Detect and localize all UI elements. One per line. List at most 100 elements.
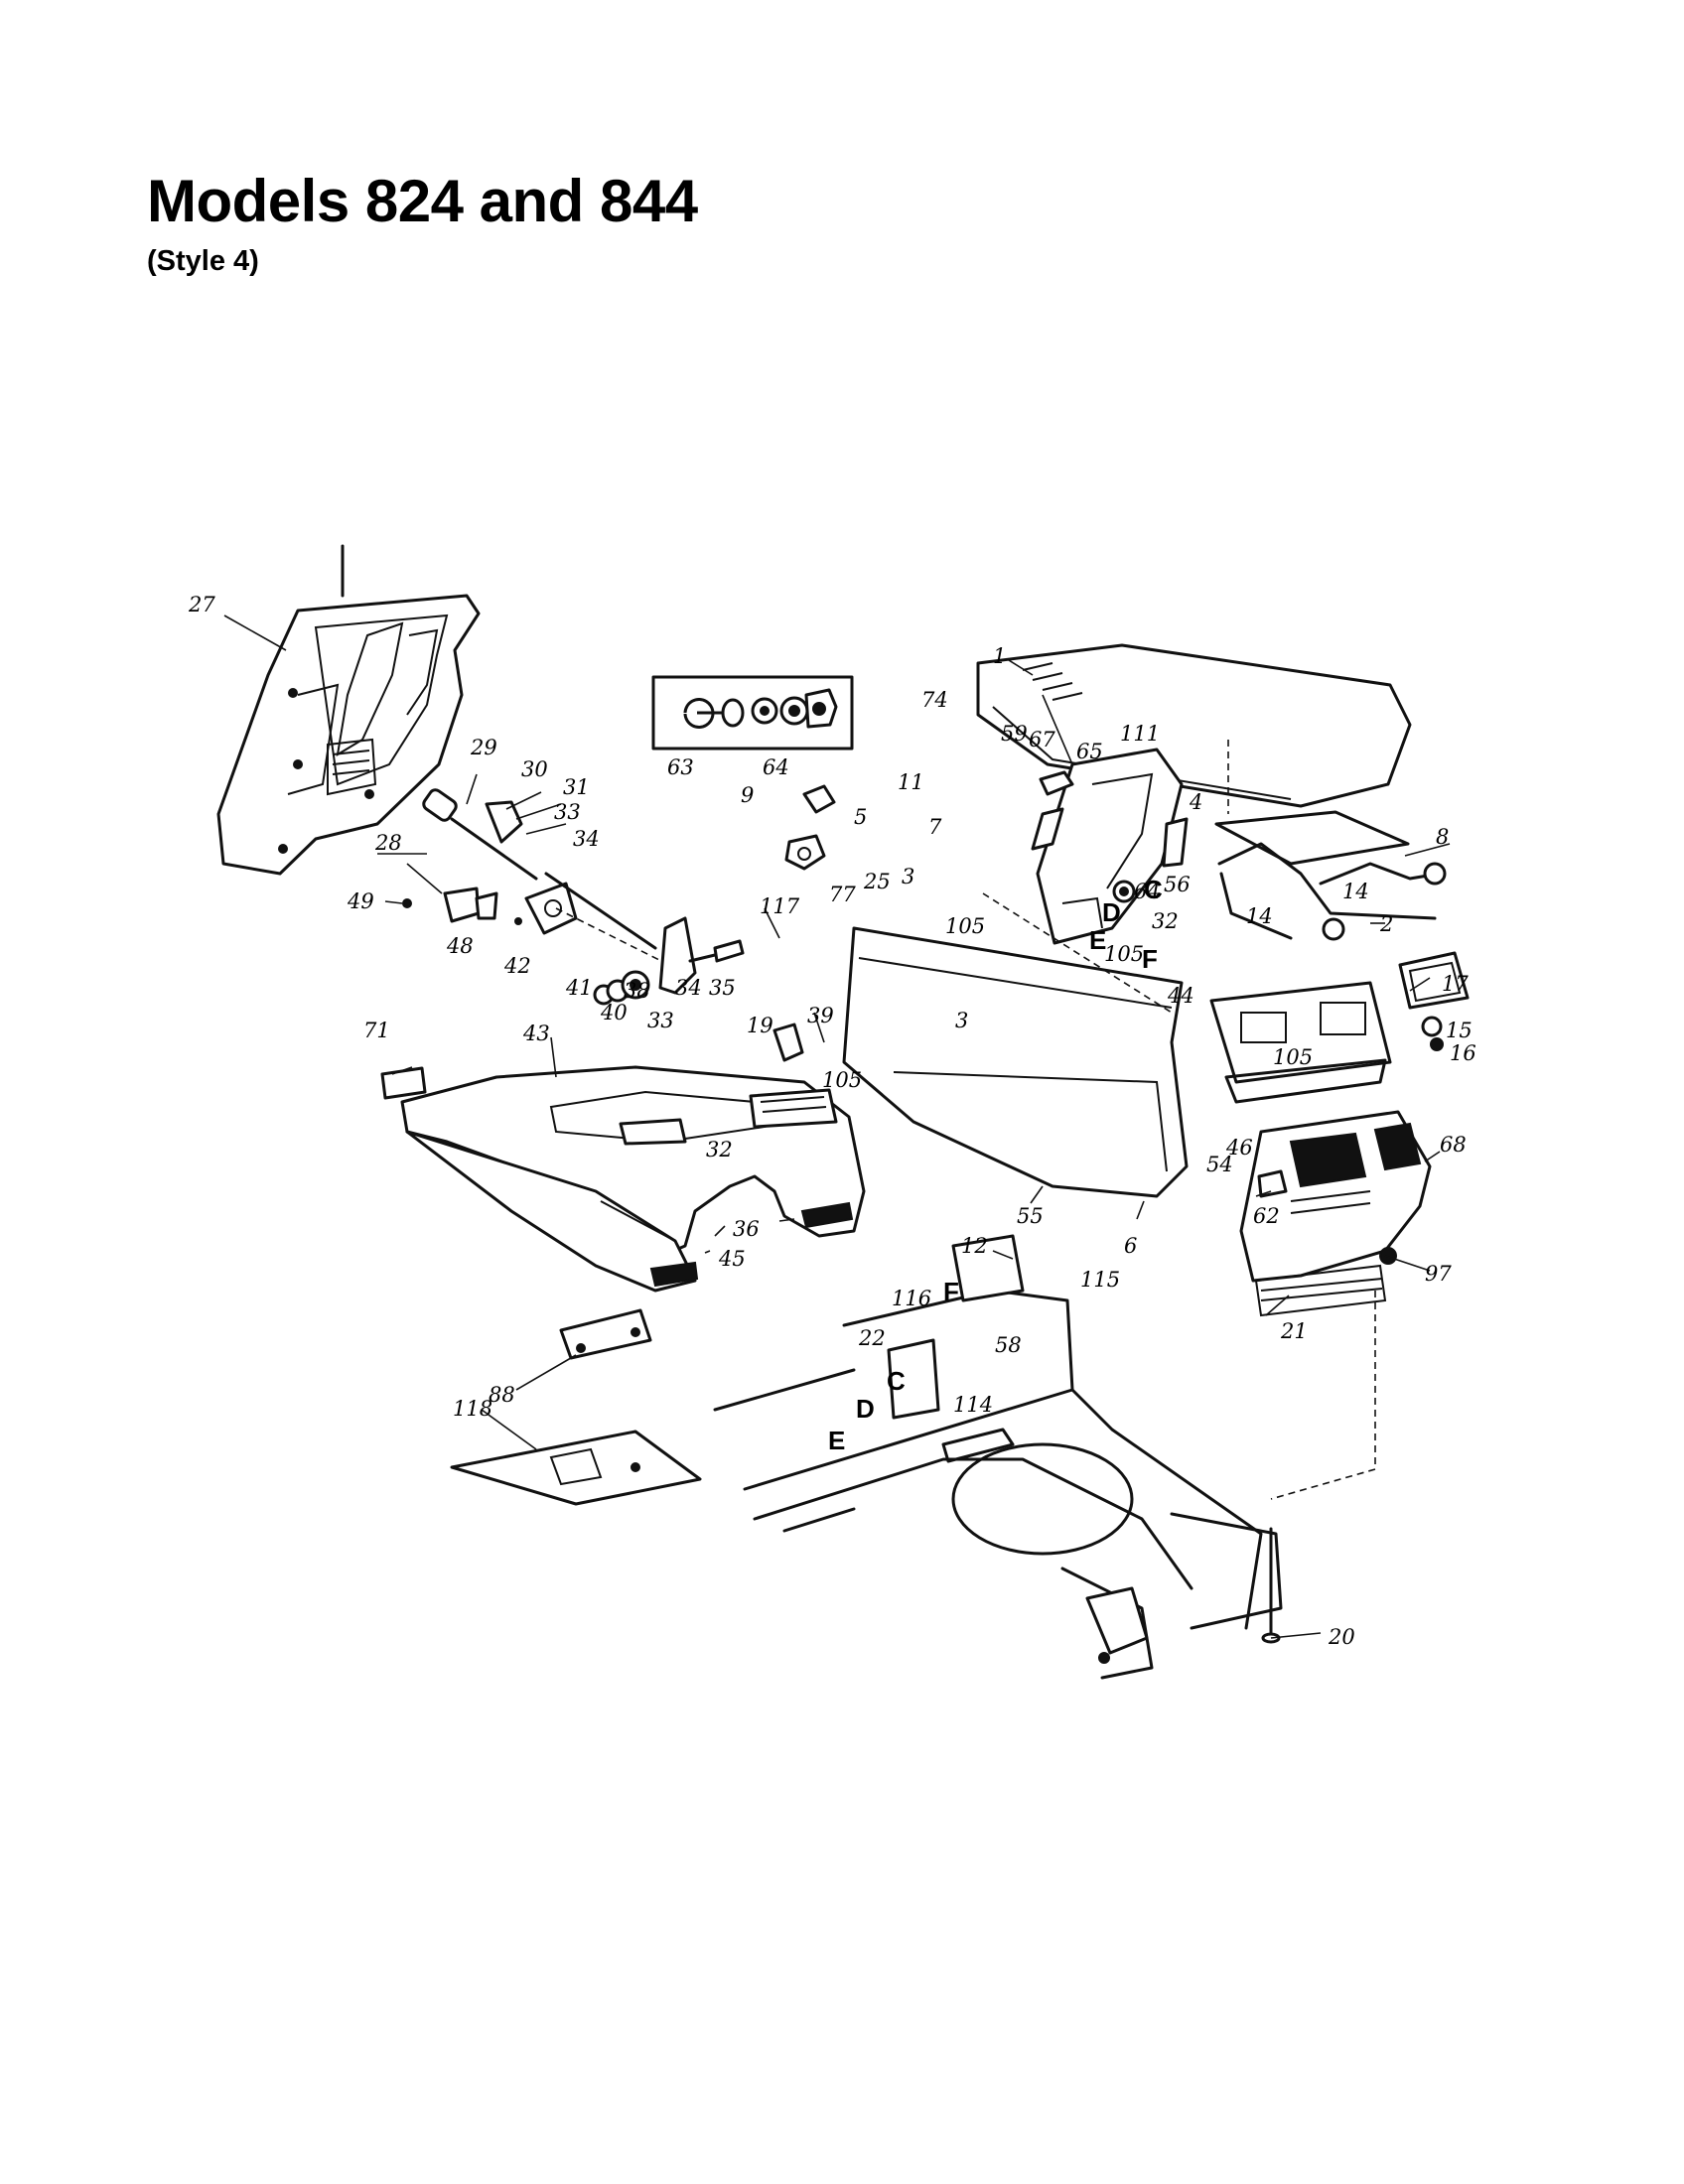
callout-54: 54	[1206, 1153, 1233, 1176]
callout-111: 111	[1120, 722, 1160, 746]
callout-30: 30	[521, 757, 548, 781]
callout-40: 40	[600, 1001, 628, 1024]
ref-letter-e-lower: E	[828, 1426, 845, 1455]
callout-12: 12	[961, 1234, 988, 1258]
callout-118: 118	[453, 1397, 492, 1421]
callout-105-left: 105	[822, 1068, 862, 1092]
seat-bracket	[1214, 740, 1447, 941]
callout-105-center: 105	[1104, 942, 1144, 966]
callout-2: 2	[1379, 912, 1393, 936]
callout-33-upper: 33	[554, 800, 581, 824]
callout-labels: 27 29 30 31 33 34 28 49 48 42 41 40 38 3…	[188, 593, 1476, 1649]
callout-19: 19	[747, 1014, 773, 1037]
callout-45: 45	[718, 1247, 746, 1271]
ref-letter-e-upper: E	[1089, 925, 1106, 955]
callout-31: 31	[563, 775, 590, 799]
callout-105-mid: 105	[945, 914, 985, 938]
page-subtitle: (Style 4)	[147, 245, 259, 277]
small-parts	[784, 784, 836, 871]
callout-9: 9	[741, 783, 754, 807]
callout-5: 5	[854, 805, 867, 829]
floor-plate	[450, 1430, 702, 1506]
ref-letter-d-upper: D	[1102, 897, 1121, 927]
callout-68: 68	[1440, 1133, 1467, 1157]
ref-letter-f-lower: F	[943, 1277, 959, 1306]
callout-117: 117	[760, 894, 800, 918]
callout-46: 46	[1225, 1136, 1253, 1160]
callout-leaders	[223, 614, 1451, 1639]
callout-25: 25	[863, 870, 891, 893]
callout-63: 63	[667, 755, 694, 779]
callout-28: 28	[374, 831, 402, 855]
callout-15: 15	[1446, 1019, 1473, 1042]
callout-21: 21	[1280, 1319, 1308, 1343]
page-title: Models 824 and 844	[147, 168, 698, 234]
callout-58: 58	[995, 1333, 1022, 1357]
callout-42: 42	[503, 954, 531, 978]
callout-1: 1	[993, 644, 1006, 668]
hour-meter	[1398, 951, 1470, 1051]
callout-64-panel: 64	[1134, 880, 1161, 903]
ref-letter-d-lower: D	[856, 1394, 875, 1424]
callout-11: 11	[898, 770, 924, 794]
callout-27: 27	[188, 593, 215, 616]
steering-console	[216, 544, 481, 876]
callout-71: 71	[363, 1019, 390, 1042]
ignition-key-kit	[651, 675, 854, 751]
callout-17: 17	[1442, 972, 1469, 996]
battery-tray	[1209, 981, 1392, 1104]
callout-39: 39	[807, 1004, 834, 1027]
pad	[380, 1066, 427, 1100]
callout-8: 8	[1436, 825, 1449, 849]
callout-3-lower: 3	[955, 1009, 968, 1032]
callout-67: 67	[1029, 728, 1055, 751]
throttle-linkage	[377, 788, 745, 1006]
callout-29: 29	[470, 736, 497, 759]
callout-77: 77	[829, 883, 856, 906]
callout-49: 49	[347, 889, 374, 913]
callout-65: 65	[1076, 740, 1103, 763]
callout-14-left: 14	[1246, 904, 1273, 928]
mounting-bracket	[559, 1308, 652, 1360]
callout-41: 41	[565, 976, 593, 1000]
callout-88: 88	[489, 1383, 515, 1407]
callout-6: 6	[1124, 1234, 1137, 1258]
tractor-frame	[713, 1234, 1376, 1680]
callout-32-panel: 32	[1152, 909, 1179, 933]
callout-3-upper: 3	[902, 865, 914, 888]
callout-35: 35	[709, 976, 736, 1000]
callout-36: 36	[733, 1217, 760, 1241]
callout-20: 20	[1328, 1625, 1355, 1649]
callout-97: 97	[1425, 1262, 1452, 1286]
rear-fender	[842, 892, 1189, 1198]
callout-105-right: 105	[1273, 1045, 1313, 1069]
ref-letter-c-upper: C	[1144, 875, 1163, 904]
hood	[1239, 1110, 1432, 1317]
callout-33-lower: 33	[647, 1009, 674, 1032]
ref-letter-c-lower: C	[887, 1366, 906, 1396]
callout-59: 59	[1001, 722, 1028, 746]
callout-14-right: 14	[1342, 880, 1369, 903]
callout-4: 4	[1189, 790, 1202, 814]
callout-32-body: 32	[706, 1138, 733, 1161]
callout-48: 48	[446, 934, 474, 958]
callout-22: 22	[858, 1326, 886, 1350]
callout-7: 7	[928, 815, 942, 839]
callout-114: 114	[953, 1393, 993, 1417]
callout-55: 55	[1017, 1204, 1044, 1228]
callout-34-upper: 34	[573, 827, 600, 851]
callout-56: 56	[1164, 873, 1191, 896]
callout-115: 115	[1080, 1268, 1120, 1292]
body-panel	[400, 1023, 866, 1293]
callout-16: 16	[1450, 1041, 1476, 1065]
control-panel	[1031, 748, 1189, 945]
callout-43: 43	[522, 1022, 550, 1045]
callout-34-lower: 34	[675, 976, 702, 1000]
callout-74: 74	[921, 688, 948, 712]
callout-38: 38	[624, 979, 650, 1003]
callout-116: 116	[892, 1287, 931, 1310]
ref-letter-f-upper: F	[1142, 944, 1158, 974]
callout-62: 62	[1253, 1204, 1280, 1228]
callout-64-kit: 64	[763, 755, 789, 779]
